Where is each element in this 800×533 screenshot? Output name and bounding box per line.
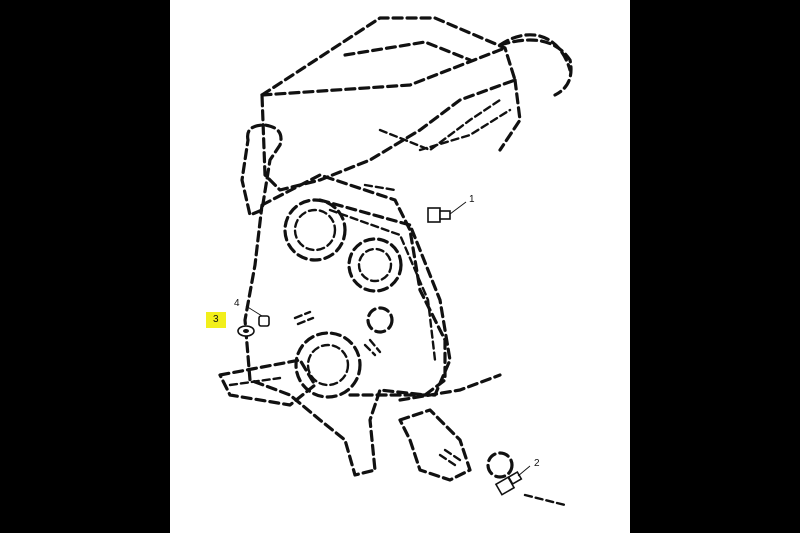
rocker-rail bbox=[378, 98, 502, 152]
part-1-sensor bbox=[427, 201, 467, 223]
drain-port bbox=[486, 451, 514, 479]
breather-pipe bbox=[240, 123, 283, 217]
lower-pipe bbox=[523, 493, 567, 507]
oil-pan-edge bbox=[398, 373, 502, 402]
valve-cover-outline bbox=[260, 16, 517, 192]
callout-1: 1 bbox=[469, 194, 475, 205]
crankshaft-pulley-inner bbox=[306, 343, 350, 387]
lower-housing bbox=[398, 408, 472, 482]
callout-2: 2 bbox=[534, 458, 540, 469]
callout-4: 4 bbox=[234, 298, 240, 309]
part-2-sensor bbox=[494, 465, 531, 496]
camshaft-gear-outer bbox=[283, 198, 347, 262]
valve-cover-top-edge bbox=[260, 46, 507, 97]
engine-front-cover-drawing bbox=[218, 16, 573, 507]
belt-run bbox=[318, 198, 452, 397]
idler-hub bbox=[366, 306, 394, 334]
diagram-sheet: 1 2 3 4 bbox=[170, 0, 630, 533]
valve-cover-cap bbox=[498, 38, 573, 97]
injection-pump-gear-inner bbox=[357, 247, 393, 283]
valve-cover-ridge bbox=[343, 40, 472, 62]
injection-pump-gear-outer bbox=[347, 237, 403, 293]
mount-bracket-hole bbox=[228, 376, 282, 387]
hose-top bbox=[498, 33, 572, 72]
camshaft-gear-inner bbox=[293, 208, 337, 252]
belt-inner-run bbox=[328, 208, 437, 362]
timing-cover-outline bbox=[243, 173, 447, 477]
valve-cover-right-side bbox=[498, 78, 522, 152]
callout-3-highlighted: 3 bbox=[206, 312, 226, 328]
part-4-plug bbox=[245, 305, 270, 327]
part-3-washer bbox=[237, 325, 255, 337]
crankshaft-pulley-outer bbox=[294, 331, 362, 399]
hatch-top bbox=[363, 183, 397, 192]
rocker-rail-lower bbox=[418, 108, 512, 152]
mount-bracket bbox=[218, 358, 317, 407]
hatch-low bbox=[363, 338, 382, 357]
hatch-mid bbox=[293, 310, 315, 326]
hatch-bottom bbox=[438, 448, 462, 467]
